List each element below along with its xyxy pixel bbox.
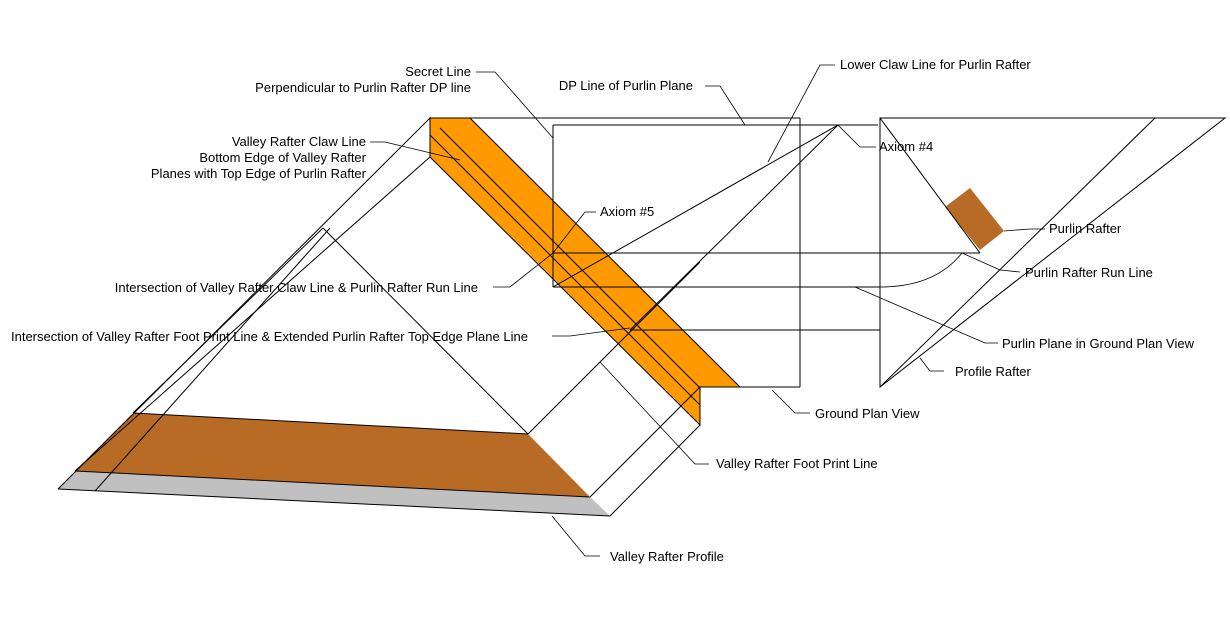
- label-valley-claw: Valley Rafter Claw Line: [232, 134, 366, 149]
- label-dp-line: DP Line of Purlin Plane: [559, 78, 693, 93]
- profile-rafter-inner: [879, 117, 1156, 388]
- label-intersection-foot: Intersection of Valley Rafter Foot Print…: [11, 329, 528, 344]
- label-foot-print-line: Valley Rafter Foot Print Line: [716, 456, 878, 471]
- valley-rafter-profile-face: [75, 413, 590, 497]
- profile-top-edge: [132, 412, 529, 435]
- valley-rafter-profile-strip: [58, 471, 610, 516]
- label-intersection-claw: Intersection of Valley Rafter Claw Line …: [115, 280, 478, 295]
- inner-common-line: [322, 227, 529, 435]
- profile-rafter-triangle: [879, 117, 1227, 389]
- valley-rafter: [430, 118, 740, 425]
- profile-right-edge: [589, 386, 701, 498]
- profile-rafter-run: [879, 117, 981, 254]
- label-ground-plan-view: Ground Plan View: [815, 406, 920, 421]
- label-axiom5: Axiom #5: [600, 204, 654, 219]
- label-profile-rafter: Profile Rafter: [955, 364, 1032, 379]
- label-bottom-edge: Bottom Edge of Valley Rafter: [199, 150, 366, 165]
- label-secret-line: Secret Line: [405, 64, 471, 79]
- label-perpendicular: Perpendicular to Purlin Rafter DP line: [255, 80, 471, 95]
- valley-claw-line: [429, 134, 701, 406]
- profile-inner-line: [94, 227, 331, 492]
- label-axiom4: Axiom #4: [879, 139, 933, 154]
- profile-mid-edge: [74, 470, 591, 498]
- profile-bottom-edge: [57, 488, 611, 517]
- lower-claw-line-a: [552, 124, 839, 288]
- leader-lines: [370, 64, 1045, 557]
- label-lower-claw: Lower Claw Line for Purlin Rafter: [840, 57, 1031, 72]
- purlin-rafter-block: [945, 188, 1004, 250]
- inner-line-right: [527, 261, 701, 435]
- lower-claw-line-b: [629, 124, 839, 331]
- inner-line-left: [132, 227, 324, 414]
- label-planes-top-edge: Planes with Top Edge of Purlin Rafter: [151, 166, 367, 181]
- label-valley-profile: Valley Rafter Profile: [610, 549, 724, 564]
- valley-bottom-edge-line: [439, 127, 701, 389]
- label-purlin-rafter: Purlin Rafter: [1049, 221, 1122, 236]
- roof-outline-bottom: [609, 424, 701, 517]
- label-purlin-run-line: Purlin Rafter Run Line: [1025, 265, 1153, 280]
- label-purlin-plane-ground: Purlin Plane in Ground Plan View: [1002, 336, 1195, 351]
